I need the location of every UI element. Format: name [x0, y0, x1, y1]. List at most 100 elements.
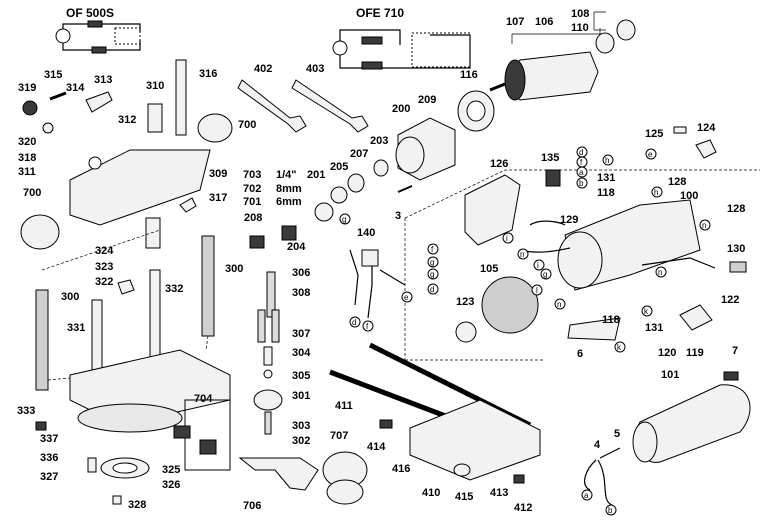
parallel-guide-group — [329, 342, 541, 484]
motor-clamp-housing-309 — [69, 149, 211, 226]
connector-marker: b — [605, 504, 617, 516]
connector-marker: f — [427, 243, 439, 255]
svg-text:b: b — [608, 506, 613, 515]
part-label: 5 — [614, 428, 620, 440]
part-label: 306 — [292, 267, 310, 279]
part-label: 304 — [292, 347, 311, 359]
part-label: 116 — [460, 69, 478, 81]
part-label: 122 — [721, 294, 739, 306]
electronics-symbol — [411, 32, 471, 68]
svg-text:n: n — [702, 221, 706, 230]
flange-group — [373, 117, 456, 193]
base-sole-337 — [77, 403, 183, 433]
part-label: 118 — [597, 187, 615, 199]
part-label: 120 — [658, 347, 676, 359]
armature-group — [457, 11, 636, 132]
part-label: 314 — [66, 82, 85, 94]
part-label: 704 — [194, 393, 213, 405]
connector-marker: g — [427, 268, 439, 280]
parallel-guide-410 — [409, 399, 541, 481]
suppressor-140 — [361, 249, 379, 267]
connector-marker: a — [576, 166, 588, 178]
part-label: 131 — [597, 172, 615, 184]
part-label: 700 — [238, 119, 256, 131]
switch-symbol — [114, 27, 141, 45]
part-labels: 107 106 108 110 116 200 209 203 3 402 40… — [17, 8, 745, 514]
connector-marker: i — [502, 232, 514, 244]
part-label: 100 — [680, 190, 698, 202]
depth-rod-316 — [175, 59, 187, 136]
bearing-housing-200 — [395, 136, 425, 174]
clamp-322 — [117, 279, 135, 295]
part-label: 131 — [645, 322, 663, 334]
switch-135 — [545, 169, 561, 187]
lever-313 — [85, 91, 113, 113]
svg-text:n: n — [557, 300, 561, 309]
connector-marker: g — [339, 213, 351, 225]
screw-3 — [397, 185, 413, 193]
screw-307b — [271, 309, 280, 343]
svg-text:d: d — [430, 285, 434, 294]
ring-305 — [263, 369, 273, 379]
collet-no: 701 — [243, 196, 261, 208]
collet-size: 1/4" — [276, 169, 297, 181]
collet-size: 6mm — [276, 196, 302, 208]
part-label: 300 — [61, 291, 79, 303]
plunge-base-group — [35, 229, 231, 505]
screw-308 — [266, 271, 276, 318]
collet-size: 8mm — [276, 183, 302, 195]
part-label: 322 — [95, 276, 113, 288]
svg-text:i: i — [537, 261, 539, 270]
ring-207 — [347, 173, 365, 193]
schematic-title-ofe710: OFE 710 — [356, 6, 404, 20]
knob-415 — [453, 463, 471, 477]
wrench-403 — [291, 79, 369, 133]
collet-group — [249, 173, 365, 249]
collet-nut-208 — [249, 235, 265, 249]
part-label: 140 — [357, 227, 375, 239]
svg-text:e: e — [648, 150, 653, 159]
fan-baffle-hole — [466, 100, 486, 122]
connector-marker: n — [699, 219, 711, 231]
part-label: 108 — [571, 8, 589, 20]
screw-315 — [49, 91, 67, 101]
part-label: 411 — [335, 400, 353, 412]
svg-text:g: g — [430, 270, 434, 279]
part-label: 336 — [40, 452, 58, 464]
part-label: 403 — [306, 63, 324, 75]
part-label: 402 — [254, 63, 272, 75]
part-label: 414 — [367, 441, 386, 453]
part-label: 201 — [307, 169, 325, 181]
guide-rod-411-a — [329, 369, 457, 423]
part-label: 315 — [44, 69, 62, 81]
screw-327 — [87, 457, 97, 473]
part-label: 135 — [541, 152, 559, 164]
part-label: 706 — [243, 500, 261, 512]
o-ring-311 — [88, 156, 102, 170]
cable-4-5 — [584, 447, 621, 506]
part-label: 410 — [422, 487, 440, 499]
part-label: 105 — [480, 263, 498, 275]
connector-marker: d — [427, 283, 439, 295]
svg-text:f: f — [366, 322, 369, 331]
connector-marker: k — [641, 305, 653, 317]
part-label: 309 — [209, 168, 227, 180]
part-label: 208 — [244, 212, 262, 224]
handle-end-cap — [632, 421, 658, 463]
screw-414 — [379, 419, 393, 429]
part-label: 207 — [350, 148, 368, 160]
part-label: 302 — [292, 435, 310, 447]
cable-group — [349, 249, 406, 319]
spring-300-right — [201, 235, 215, 337]
svg-text:h: h — [605, 156, 609, 165]
part-label: 110 — [571, 22, 589, 34]
svg-text:g: g — [342, 215, 346, 224]
part-label: 106 — [535, 16, 553, 28]
part-label: 337 — [40, 433, 58, 445]
part-label: 107 — [506, 16, 524, 28]
handle-group — [584, 371, 751, 506]
part-label: 310 — [146, 80, 164, 92]
svg-text:f: f — [580, 158, 583, 167]
svg-text:k: k — [617, 343, 622, 352]
